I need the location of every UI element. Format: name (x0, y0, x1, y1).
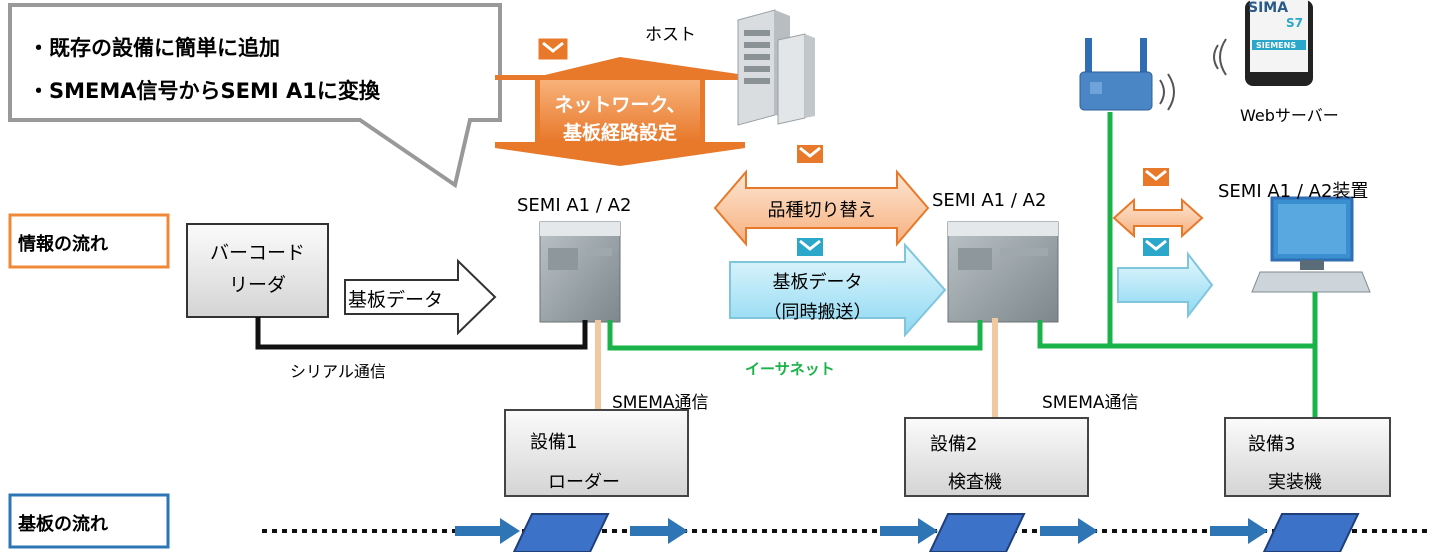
equip1-box-shape (504, 409, 689, 497)
board-data-label: 基板データ (348, 289, 444, 311)
mail-icon-device-blue (1143, 238, 1169, 256)
mail-icon-boarddata (797, 238, 823, 256)
serial-label: シリアル通信 (290, 362, 386, 381)
info-flow-box-shape (8, 213, 170, 269)
plc1-icon (539, 221, 621, 323)
smema2-label: SMEMA通信 (1042, 393, 1139, 413)
board-flow-box-shape (8, 493, 170, 549)
equip1-name: 設備1 (530, 432, 578, 453)
wifi-waves-icon (1159, 38, 1227, 111)
ethernet-label: イーサネット (745, 360, 835, 378)
equip3-role: 実装機 (1268, 472, 1322, 493)
mail-icon-device-orange (1143, 168, 1169, 186)
info-flow-label: 情報の流れ (18, 234, 108, 255)
device-double-arrow-shape (1112, 197, 1204, 239)
callout-line-2: ・SMEMA信号からSEMI A1に変換 (28, 79, 380, 103)
phone-brand-top: SIMA (1248, 0, 1289, 16)
equip3-name: 設備3 (1248, 434, 1296, 455)
web-server-label: Webサーバー (1240, 106, 1339, 125)
board-shapes (512, 513, 1360, 552)
network-arrow-line-2: 基板経路設定 (562, 122, 677, 144)
device-data-arrow-shape (1117, 251, 1214, 319)
phone-brand-logo: SIEMENS (1256, 41, 1297, 50)
smartphone-icon (1245, 0, 1313, 86)
wireless-router-icon (1079, 38, 1153, 111)
callout-line-1: ・既存の設備に簡単に追加 (28, 36, 280, 60)
board-data-arrow-shape (344, 258, 497, 336)
computer-icon (1251, 196, 1371, 293)
equip3-box-shape (1224, 417, 1391, 497)
plc2-label: SEMI A1 / A2 (932, 190, 1047, 211)
equip2-role: 検査機 (948, 472, 1002, 493)
product-switch-label: 品種切り替え (767, 200, 876, 221)
board-data-sync-line-1: 基板データ (772, 272, 863, 293)
equip1-role: ローダー (548, 472, 620, 493)
board-data-sync-line-2: （同時搬送） (763, 302, 872, 323)
smema1-label: SMEMA通信 (612, 393, 709, 413)
board-flow-label: 基板の流れ (18, 514, 108, 535)
serial-line (255, 317, 588, 350)
phone-brand-mid: S7 (1286, 16, 1303, 30)
equip2-box-shape (904, 417, 1089, 497)
host-label: ホスト (645, 25, 696, 45)
barcode-reader-line-2: リーダ (228, 274, 286, 296)
board-data-sync-arrow-shape (729, 242, 947, 338)
barcode-reader-line-1: バーコード (209, 242, 305, 264)
mail-icon-product (797, 145, 823, 163)
ethernet-lines (607, 112, 1318, 417)
product-switch-arrow-shape (713, 169, 930, 247)
plc1-label: SEMI A1 / A2 (517, 195, 632, 216)
device-label: SEMI A1 / A2装置 (1218, 181, 1369, 202)
callout-bubble (8, 3, 502, 189)
equip2-name: 設備2 (930, 434, 978, 455)
plc2-icon (947, 221, 1059, 323)
network-arrow-line-1: ネットワーク、 (554, 94, 686, 116)
board-flow-arrows (455, 518, 1268, 544)
barcode-reader-box-shape (186, 223, 329, 318)
host-server-icon (737, 9, 815, 126)
mail-icon-network (538, 38, 568, 60)
